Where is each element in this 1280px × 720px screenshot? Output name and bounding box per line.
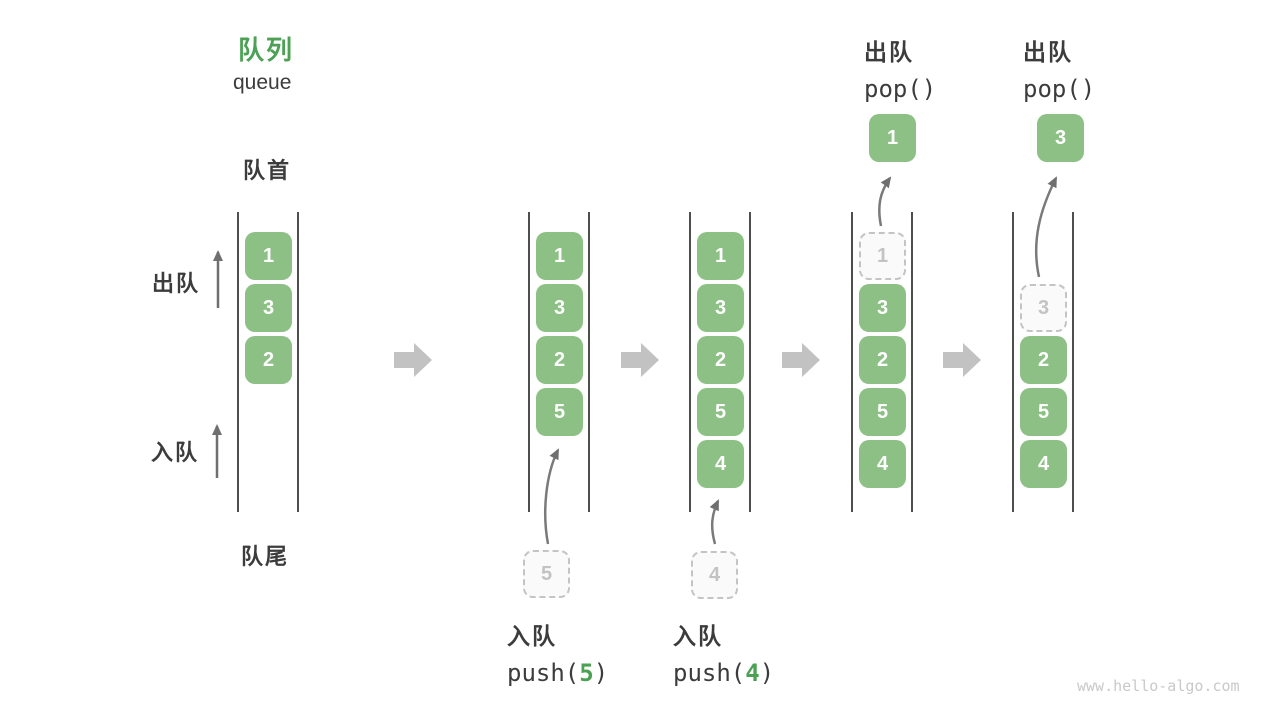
queue-item: 2	[536, 336, 583, 384]
queue-item: 1	[536, 232, 583, 280]
op-code: push(4)	[673, 659, 774, 687]
queue-item: 4	[1020, 440, 1067, 488]
code-prefix: push(	[673, 659, 746, 687]
queue-item: 1	[697, 232, 744, 280]
popped-item: 3	[1037, 114, 1084, 162]
queue-item: 2	[859, 336, 906, 384]
popped-slot-placeholder: 1	[859, 232, 906, 280]
watermark: www.hello-algo.com	[1077, 677, 1240, 695]
queue-item: 3	[859, 284, 906, 332]
op-label: 出队	[864, 39, 914, 65]
step-arrow-icon	[621, 343, 659, 377]
queue-item: 2	[245, 336, 292, 384]
code-suffix: )	[759, 659, 775, 687]
code-arg: 5	[579, 659, 594, 687]
queue-item: 1	[245, 232, 292, 280]
op-code: pop()	[864, 75, 937, 103]
queue-item: 3	[697, 284, 744, 332]
queue-item: 2	[697, 336, 744, 384]
step-arrow-icon	[943, 343, 981, 377]
op-label: 入队	[507, 623, 557, 649]
queue-column-4: 1 3 2 5 4	[851, 212, 913, 512]
code-suffix: )	[593, 659, 609, 687]
queue-item: 4	[697, 440, 744, 488]
op-enqueue-5: 入队 push(5)	[507, 617, 608, 687]
queue-item: 5	[697, 388, 744, 436]
op-enqueue-4: 入队 push(4)	[673, 617, 774, 687]
queue-item: 3	[245, 284, 292, 332]
op-dequeue-1: 出队 pop()	[864, 33, 936, 103]
op-label: 出队	[1023, 39, 1073, 65]
incoming-item-placeholder: 5	[523, 550, 570, 598]
queue-item: 2	[1020, 336, 1067, 384]
op-code: push(5)	[507, 659, 608, 687]
popped-slot-placeholder: 3	[1020, 284, 1067, 332]
label-queue-rear: 队尾	[241, 544, 290, 569]
label-dequeue-side: 出队	[152, 271, 201, 296]
op-code: pop()	[1023, 75, 1096, 103]
queue-item: 5	[536, 388, 583, 436]
queue-item: 5	[859, 388, 906, 436]
code-prefix: push(	[507, 659, 580, 687]
code-arg: 4	[745, 659, 760, 687]
queue-item: 4	[859, 440, 906, 488]
queue-column-1: 1 3 2	[237, 212, 299, 512]
popped-item: 1	[869, 114, 916, 162]
op-dequeue-3: 出队 pop()	[1023, 33, 1095, 103]
diagram-title-zh: 队列	[238, 35, 295, 65]
queue-column-3: 1 3 2 5 4	[689, 212, 751, 512]
diagram-title-en: queue	[233, 71, 292, 94]
queue-column-2: 1 3 2 5	[528, 212, 590, 512]
queue-item: 3	[536, 284, 583, 332]
step-arrow-icon	[394, 343, 432, 377]
op-label: 入队	[673, 623, 723, 649]
incoming-item-placeholder: 4	[691, 551, 738, 599]
label-queue-front: 队首	[243, 158, 292, 183]
label-enqueue-side: 入队	[151, 440, 200, 465]
queue-column-5: 3 2 5 4	[1012, 212, 1074, 512]
queue-item: 5	[1020, 388, 1067, 436]
step-arrow-icon	[782, 343, 820, 377]
